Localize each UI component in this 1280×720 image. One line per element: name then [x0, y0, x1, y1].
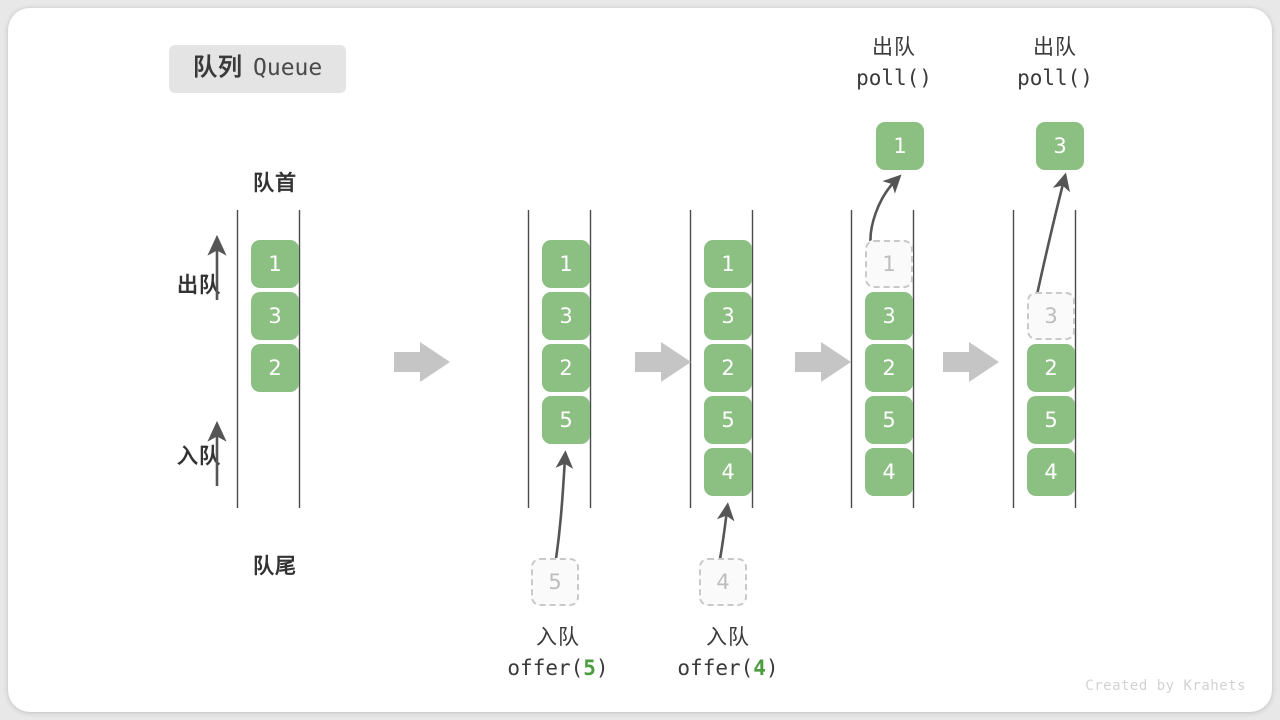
transition-arrow-2: [635, 342, 691, 382]
queue-tail-label: 队尾: [253, 555, 297, 578]
transition-arrow-4: [943, 342, 999, 382]
operation-caption-poll-1: 出队 poll(): [794, 33, 994, 94]
queue-element: 1: [542, 240, 590, 288]
queue-element: 1: [704, 240, 752, 288]
operation-code: offer(4): [628, 653, 828, 683]
incoming-element-ghost: 5: [531, 558, 579, 606]
title-cn: 队列: [193, 54, 243, 81]
queue-element: 5: [1027, 396, 1075, 444]
queue-element: 3: [251, 292, 299, 340]
operation-fn: offer(: [507, 656, 584, 681]
operation-name-cn: 出队: [872, 36, 916, 59]
operation-name-cn: 入队: [536, 626, 580, 649]
queue-element: 2: [251, 344, 299, 392]
operation-caption-offer-4: 入队 offer(4): [628, 623, 828, 684]
queue-element: 2: [865, 344, 913, 392]
queue-element: 5: [865, 396, 913, 444]
queue-element: 4: [865, 448, 913, 496]
operation-code: offer(5): [458, 653, 658, 683]
operation-caption-offer-5: 入队 offer(5): [458, 623, 658, 684]
diagram-card: 队列 Queue 队首 队尾 出队 入队: [8, 8, 1272, 712]
diagram-overlay: [207, 172, 1077, 560]
queue-element: 2: [542, 344, 590, 392]
enqueue-curve-arrows: [554, 450, 735, 560]
queue-element: 5: [704, 396, 752, 444]
queue-element: 2: [704, 344, 752, 392]
polled-element: 3: [1036, 122, 1084, 170]
queue-element: 4: [1027, 448, 1075, 496]
operation-name-cn: 出队: [1033, 36, 1077, 59]
operation-code: poll(): [1017, 66, 1093, 91]
operation-caption-poll-3: 出队 poll(): [955, 33, 1155, 94]
enqueue-direction-label: 入队: [177, 445, 221, 468]
polled-element: 1: [876, 122, 924, 170]
operation-arg: 4: [753, 656, 766, 681]
operation-name-cn: 入队: [706, 626, 750, 649]
queue-head-label: 队首: [253, 172, 297, 195]
queue-element: 4: [704, 448, 752, 496]
title-en: Queue: [253, 55, 323, 81]
enqueue-arrow-5: [554, 450, 574, 560]
diagram-title-badge: 队列 Queue: [169, 45, 347, 93]
queue-element: 3: [704, 292, 752, 340]
outgoing-element-ghost: 3: [1027, 292, 1075, 340]
operation-close: ): [595, 656, 609, 681]
queue-element: 2: [1027, 344, 1075, 392]
operation-fn: offer(: [677, 656, 754, 681]
queue-element: 1: [251, 240, 299, 288]
queue-element: 3: [865, 292, 913, 340]
queue-element: 5: [542, 396, 590, 444]
transition-arrow-3: [795, 342, 851, 382]
operation-code: poll(): [856, 66, 932, 91]
operation-close: ): [765, 656, 779, 681]
dequeue-arrow-1: [869, 174, 902, 249]
queue-rails: [236, 210, 1077, 508]
queue-element: 3: [542, 292, 590, 340]
transition-arrow-1: [394, 342, 450, 382]
dequeue-direction-label: 出队: [177, 274, 221, 297]
enqueue-arrow-4: [716, 502, 735, 560]
outgoing-element-ghost: 1: [865, 240, 913, 288]
operation-arg: 5: [583, 656, 596, 681]
incoming-element-ghost: 4: [699, 558, 747, 606]
credit-text: Created by Krahets: [1085, 678, 1246, 694]
